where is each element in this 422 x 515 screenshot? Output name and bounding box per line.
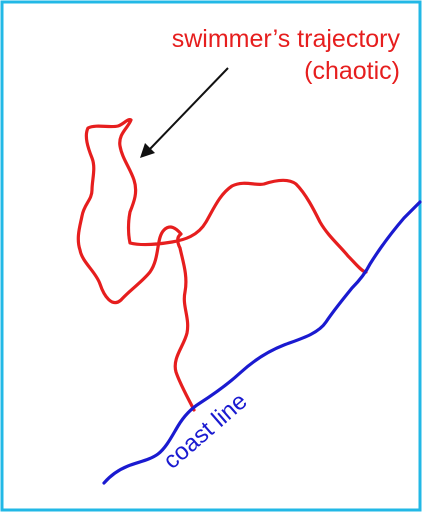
pointer-arrow-shaft (148, 67, 229, 151)
pointer-arrow-head (140, 143, 155, 158)
coast-line (102, 200, 422, 485)
trajectory-label-line2: (chaotic) (304, 57, 400, 85)
swimmer-trajectory (76, 118, 368, 412)
trajectory-label-line1: swimmer’s trajectory (172, 25, 401, 53)
